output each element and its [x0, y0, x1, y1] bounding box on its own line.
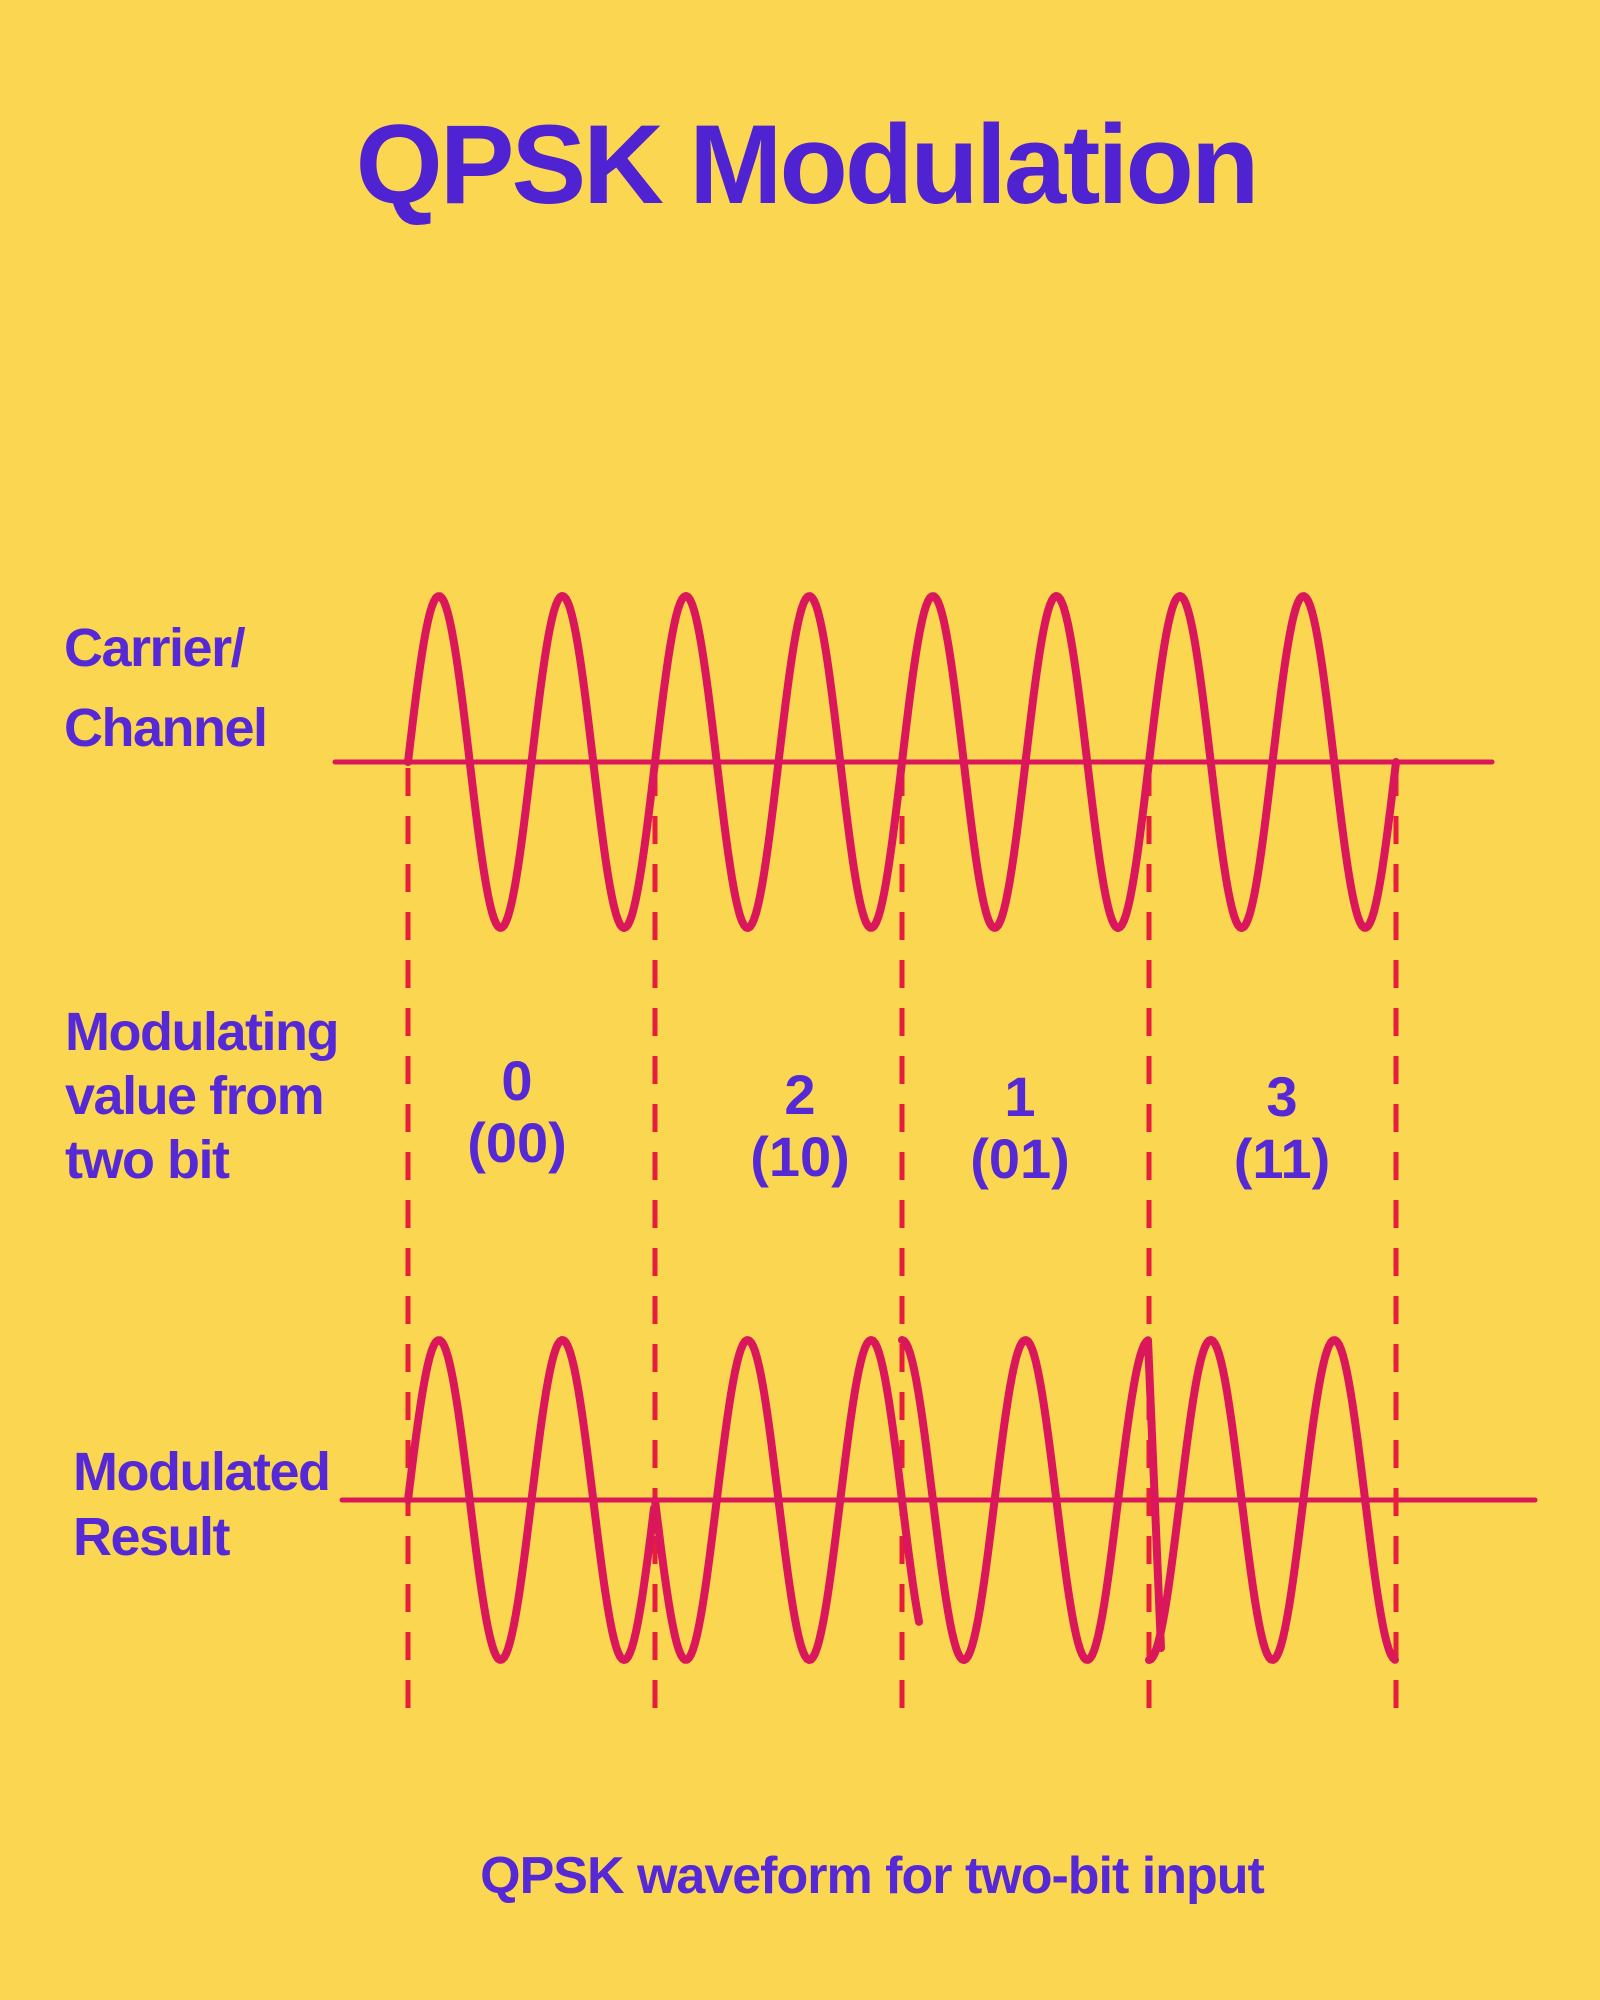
carrier-wave: [404, 592, 1400, 932]
section-label-10: 2(10): [750, 1063, 850, 1188]
carrier-channel-label: Carrier/Channel: [64, 618, 268, 758]
modulated-wave-section-3: [1145, 1336, 1399, 1664]
section-label-11: 3(11): [1233, 1065, 1331, 1190]
section-label-00: 0(00): [467, 1049, 567, 1174]
modulated-wave-section-0: [404, 1336, 658, 1664]
section-label-01: 1(01): [970, 1065, 1070, 1190]
figure-caption: QPSK waveform for two-bit input: [480, 1847, 1265, 1905]
modulated-wave-section-1: [651, 1336, 923, 1664]
modulated-wave-section-2: [898, 1336, 1165, 1664]
page-title: QPSK Modulation: [355, 102, 1260, 227]
